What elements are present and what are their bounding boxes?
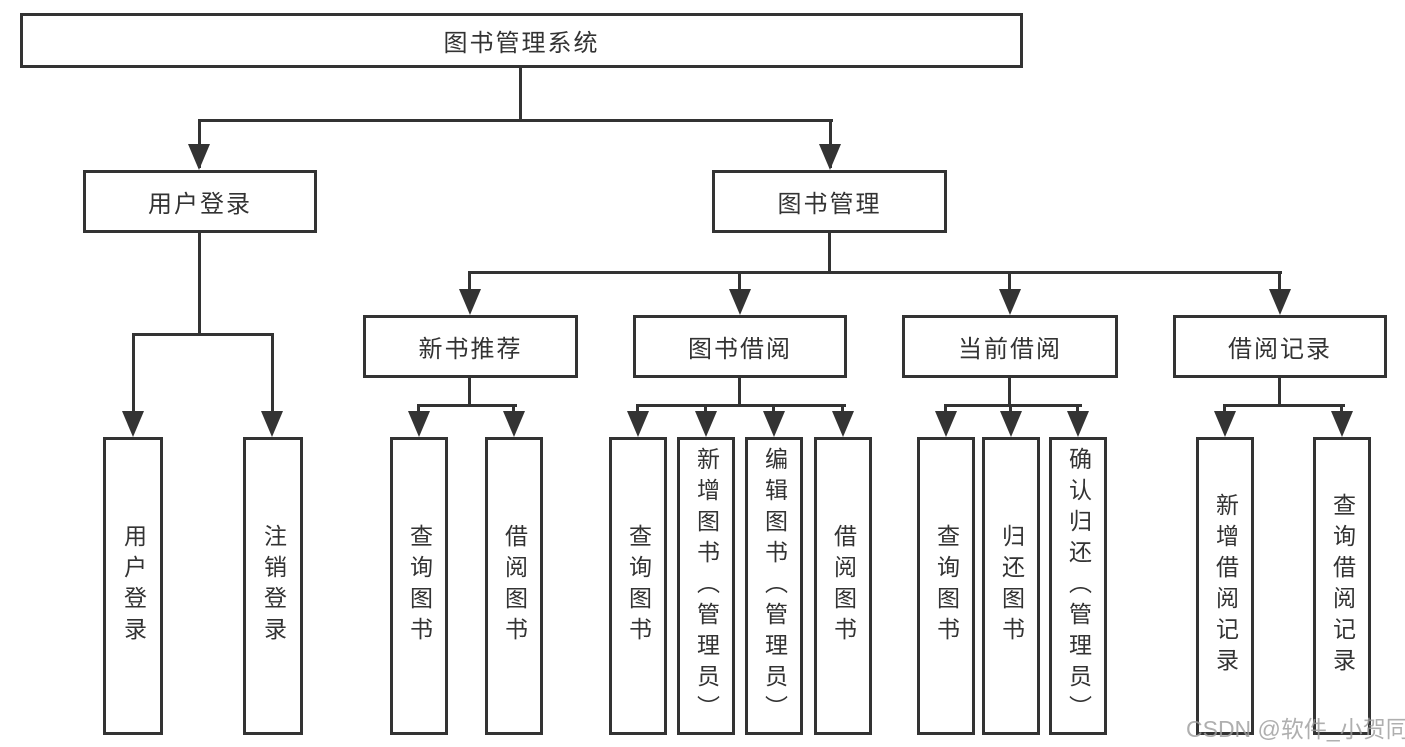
arrow-down-icon <box>1331 411 1353 437</box>
connector-line <box>738 378 741 407</box>
leaf-add-book-admin-label: 新增图书（管理员） <box>693 446 720 726</box>
connector-line <box>636 404 639 416</box>
leaf-borrow-books-recommend-label: 借阅图书 <box>501 524 528 648</box>
node-user-login: 用户登录 <box>83 170 317 233</box>
connector-line <box>944 404 947 416</box>
leaf-return-book-label: 归还图书 <box>998 524 1025 648</box>
arrow-down-icon <box>408 411 430 437</box>
csdn-watermark: CSDN @软件_小贺同学 <box>1186 716 1405 742</box>
connector-line <box>468 378 471 407</box>
arrow-down-icon <box>1000 411 1022 437</box>
arrow-down-icon <box>695 411 717 437</box>
leaf-query-books-current: 查询图书 <box>917 437 975 735</box>
connector-line <box>1009 404 1012 416</box>
leaf-confirm-return-admin: 确认归还（管理员） <box>1049 437 1107 735</box>
connector-line <box>1223 404 1226 416</box>
connector-line <box>512 404 515 416</box>
node-borrow-record: 借阅记录 <box>1173 315 1387 378</box>
leaf-query-books-borrow-label: 查询图书 <box>625 524 652 648</box>
leaf-query-borrow-record: 查询借阅记录 <box>1313 437 1371 735</box>
leaf-query-books-borrow: 查询图书 <box>609 437 667 735</box>
leaf-return-book: 归还图书 <box>982 437 1040 735</box>
arrow-down-icon <box>459 289 481 315</box>
arrow-down-icon <box>261 411 283 437</box>
connector-line <box>198 119 201 168</box>
connector-line <box>738 271 741 291</box>
connector-line <box>1340 404 1343 416</box>
leaf-edit-book-admin: 编辑图书（管理员） <box>745 437 803 735</box>
arrow-down-icon <box>819 144 841 170</box>
arrow-down-icon <box>503 411 525 437</box>
connector-line <box>198 119 833 122</box>
connector-line <box>704 404 707 416</box>
node-book-management-label: 图书管理 <box>777 191 882 218</box>
leaf-borrow-books-borrow: 借阅图书 <box>814 437 872 735</box>
connector-line <box>271 333 274 417</box>
arrow-down-icon <box>627 411 649 437</box>
arrow-down-icon <box>729 289 751 315</box>
node-book-borrow-label: 图书借阅 <box>688 336 792 363</box>
node-current-borrow-label: 当前借阅 <box>958 336 1062 363</box>
connector-line <box>1278 378 1281 407</box>
node-root: 图书管理系统 <box>20 13 1023 68</box>
connector-line <box>519 68 522 121</box>
connector-line <box>417 404 420 416</box>
arrow-down-icon <box>935 411 957 437</box>
connector-line <box>829 119 832 168</box>
arrow-down-icon <box>122 411 144 437</box>
connector-line <box>417 404 517 407</box>
node-user-login-label: 用户登录 <box>148 191 252 218</box>
node-borrow-record-label: 借阅记录 <box>1228 336 1332 363</box>
leaf-user-login-label: 用户登录 <box>120 524 147 648</box>
leaf-edit-book-admin-label: 编辑图书（管理员） <box>761 446 788 726</box>
leaf-user-login: 用户登录 <box>103 437 163 735</box>
leaf-logout-label: 注销登录 <box>260 524 287 648</box>
arrow-down-icon <box>999 289 1021 315</box>
connector-line <box>772 404 775 416</box>
node-root-label: 图书管理系统 <box>443 30 600 57</box>
connector-line <box>1008 378 1011 407</box>
connector-line <box>1008 271 1011 291</box>
node-book-management: 图书管理 <box>712 170 947 233</box>
arrow-down-icon <box>1214 411 1236 437</box>
leaf-query-books-recommend-label: 查询图书 <box>406 524 433 648</box>
arrow-down-icon <box>1269 289 1291 315</box>
connector-line <box>1223 404 1345 407</box>
leaf-add-borrow-record: 新增借阅记录 <box>1196 437 1254 735</box>
connector-line <box>198 233 201 335</box>
leaf-add-book-admin: 新增图书（管理员） <box>677 437 735 735</box>
node-book-borrow: 图书借阅 <box>633 315 847 378</box>
connector-line <box>1278 271 1281 291</box>
connector-line <box>468 271 1282 274</box>
node-new-book-recommend-label: 新书推荐 <box>418 336 523 363</box>
connector-line <box>1076 404 1079 416</box>
connector-line <box>132 333 274 336</box>
node-current-borrow: 当前借阅 <box>902 315 1118 378</box>
connector-line <box>636 404 846 407</box>
leaf-borrow-books-recommend: 借阅图书 <box>485 437 543 735</box>
arrow-down-icon <box>1067 411 1089 437</box>
leaf-borrow-books-borrow-label: 借阅图书 <box>830 524 857 648</box>
connector-line <box>841 404 844 416</box>
leaf-add-borrow-record-label: 新增借阅记录 <box>1212 493 1239 679</box>
connector-line <box>944 404 1082 407</box>
leaf-query-books-current-label: 查询图书 <box>933 524 960 648</box>
arrow-down-icon <box>763 411 785 437</box>
connector-line <box>468 271 471 291</box>
leaf-confirm-return-admin-label: 确认归还（管理员） <box>1065 446 1092 726</box>
leaf-query-borrow-record-label: 查询借阅记录 <box>1329 493 1356 679</box>
arrow-down-icon <box>832 411 854 437</box>
connector-line <box>828 233 831 274</box>
leaf-query-books-recommend: 查询图书 <box>390 437 448 735</box>
connector-line <box>132 333 135 417</box>
leaf-logout: 注销登录 <box>243 437 303 735</box>
node-new-book-recommend: 新书推荐 <box>363 315 578 378</box>
arrow-down-icon <box>188 144 210 170</box>
